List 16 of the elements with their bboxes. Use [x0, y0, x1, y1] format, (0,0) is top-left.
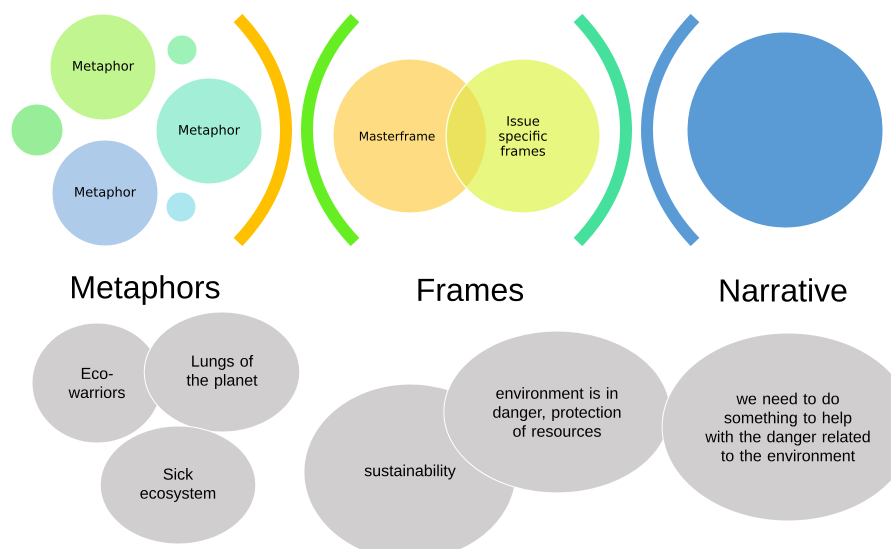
circle-shape — [10, 104, 64, 156]
bubble: Metaphor — [52, 140, 158, 246]
bubble: Issue specific frames — [446, 58, 600, 214]
section-heading: Metaphors — [72, 275, 220, 305]
oval-bubble: Eco-warriors — [32, 322, 162, 444]
oval-bubble: Sick ecosystem — [100, 426, 256, 544]
circle-shape — [166, 34, 198, 66]
bubble: Metaphor — [156, 78, 262, 184]
bubble: Metaphor — [50, 14, 156, 120]
section-heading: Frames — [418, 278, 524, 302]
node-label: Sick ecosystem — [140, 468, 216, 502]
circle-shape — [166, 192, 196, 222]
section-heading: Narrative — [720, 278, 846, 302]
oval-bubble: Lungs of the planet — [144, 312, 300, 432]
oval-bubble: we need to do something to help with the danger related to the environment — [662, 332, 891, 522]
circle-shape — [686, 32, 884, 228]
